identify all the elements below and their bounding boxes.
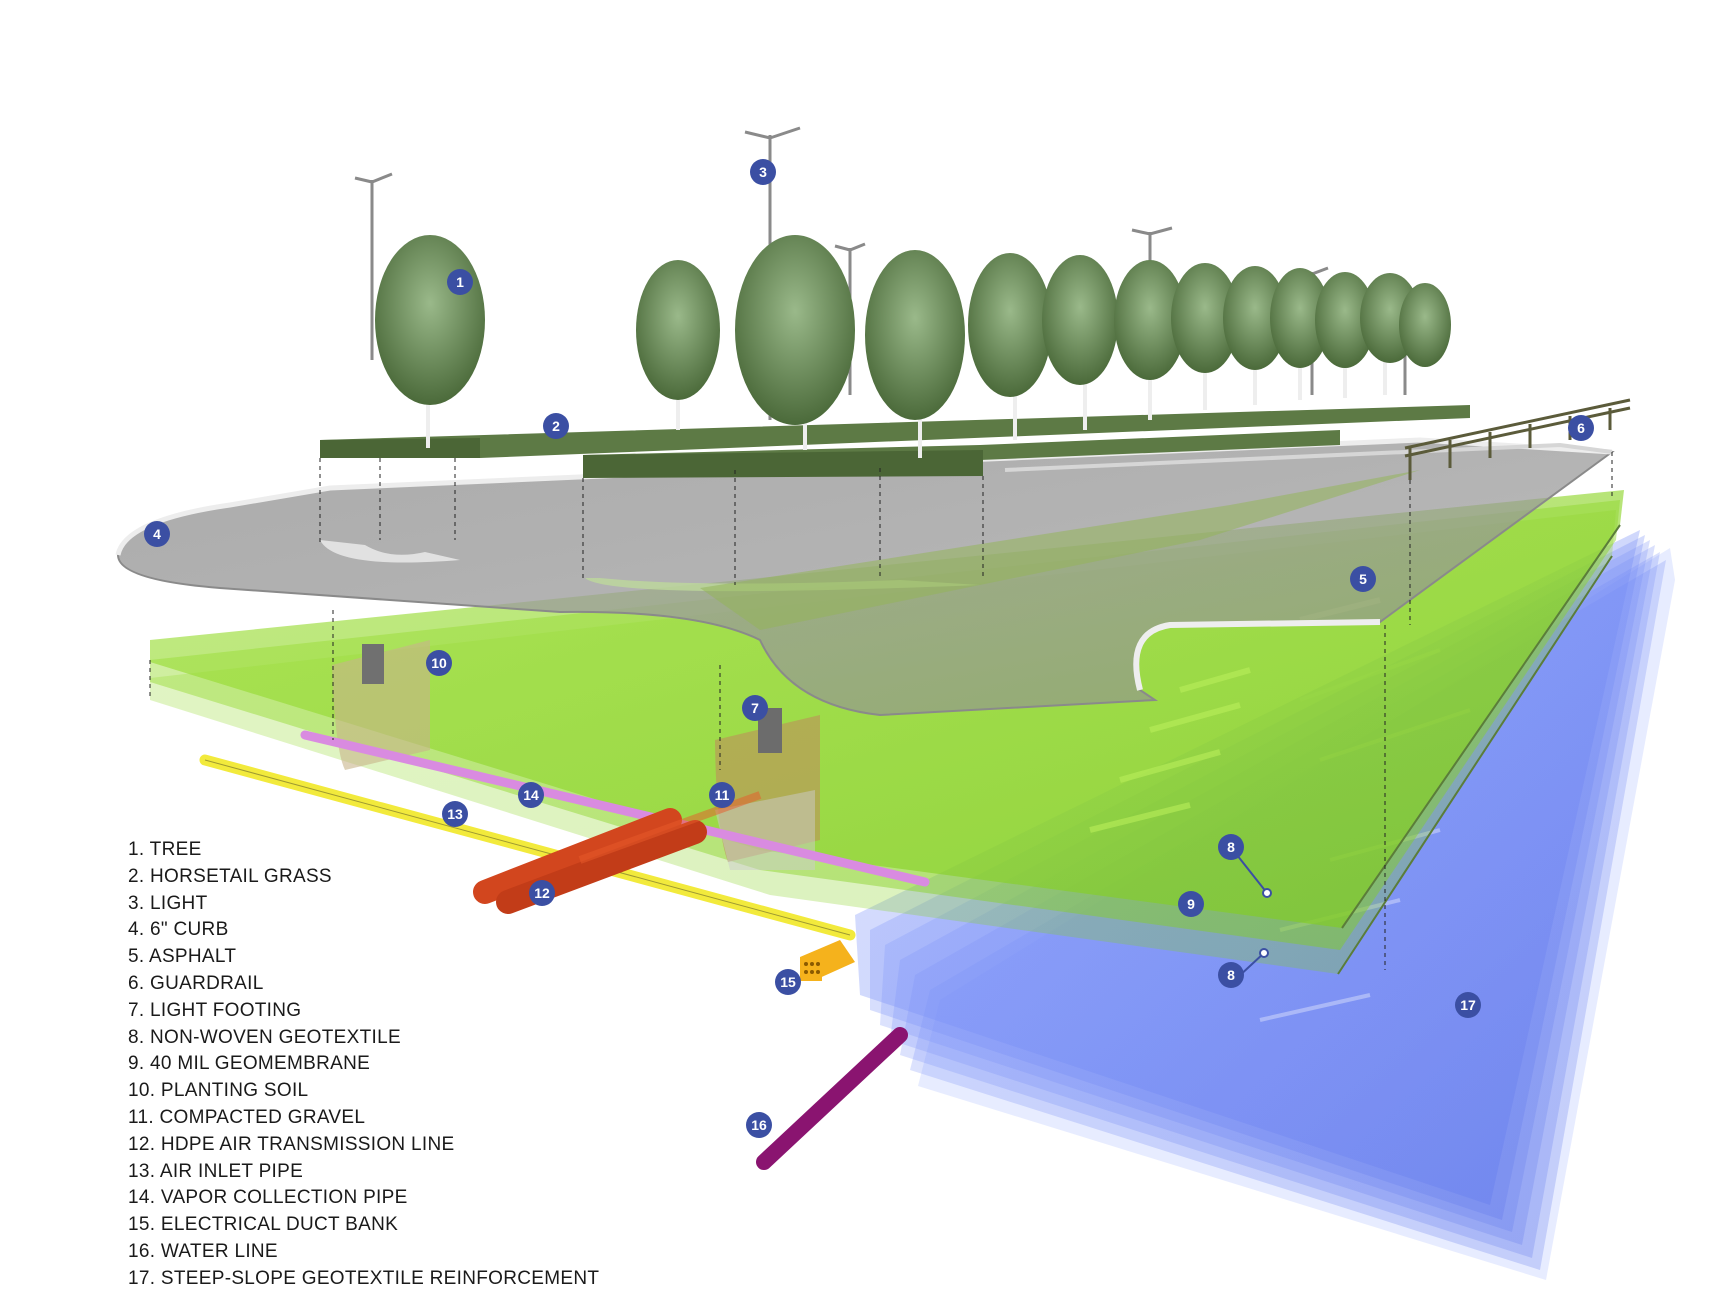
callout-8a: 8 <box>1218 834 1244 860</box>
projection-lines <box>149 452 1613 970</box>
callout-7: 7 <box>742 695 768 721</box>
legend-item: 9. 40 MIL GEOMEMBRANE <box>128 1053 371 1075</box>
svg-text:10: 10 <box>431 655 447 671</box>
svg-text:7: 7 <box>751 700 759 716</box>
callout-13: 13 <box>442 801 468 827</box>
legend-item: 15. ELECTRICAL DUCT BANK <box>128 1214 399 1236</box>
svg-text:6: 6 <box>1577 420 1585 436</box>
svg-text:17: 17 <box>1460 997 1476 1013</box>
svg-text:8: 8 <box>1227 967 1235 983</box>
svg-text:3: 3 <box>759 164 767 180</box>
legend-item: 12. HDPE AIR TRANSMISSION LINE <box>128 1133 455 1155</box>
legend-item: 11. COMPACTED GRAVEL <box>128 1106 366 1128</box>
legend-item: 13. AIR INLET PIPE <box>128 1160 304 1182</box>
legend-item: 3. LIGHT <box>128 892 208 914</box>
legend-item: 1. TREE <box>128 839 202 860</box>
callout-9: 9 <box>1178 891 1204 917</box>
callout-16: 16 <box>746 1112 772 1138</box>
guardrail <box>1404 398 1631 480</box>
svg-text:13: 13 <box>447 806 463 822</box>
callout-5: 5 <box>1350 566 1376 592</box>
svg-text:9: 9 <box>1187 896 1195 912</box>
asphalt-surface <box>115 437 1615 717</box>
legend-item: 6. GUARDRAIL <box>128 972 264 994</box>
legend-item: 17. STEEP-SLOPE GEOTEXTILE REINFORCEMENT <box>128 1267 600 1289</box>
svg-text:14: 14 <box>523 787 539 803</box>
callout-15: 15 <box>775 969 801 995</box>
tree-row <box>375 235 1451 458</box>
legend-item: 7. LIGHT FOOTING <box>128 999 302 1021</box>
svg-text:1: 1 <box>456 274 464 290</box>
legend-item: 2. HORSETAIL GRASS <box>128 865 332 887</box>
svg-text:5: 5 <box>1359 571 1367 587</box>
callout-3: 3 <box>750 159 776 185</box>
svg-text:11: 11 <box>715 787 730 803</box>
callout-12: 12 <box>529 880 555 906</box>
callouts: 1 2 3 4 5 6 7 8 8 9 10 11 12 13 14 15 16… <box>144 159 1594 1138</box>
callout-2: 2 <box>543 413 569 439</box>
callout-4: 4 <box>144 521 170 547</box>
svg-text:4: 4 <box>153 526 161 542</box>
legend-item: 14. VAPOR COLLECTION PIPE <box>128 1187 408 1209</box>
trench-footings <box>332 640 820 870</box>
svg-text:2: 2 <box>552 418 560 434</box>
callout-17: 17 <box>1455 992 1481 1018</box>
legend-item: 10. PLANTING SOIL <box>128 1080 309 1102</box>
grass-planters <box>320 405 1470 478</box>
callout-11: 11 <box>709 782 735 808</box>
svg-text:8: 8 <box>1227 839 1235 855</box>
callout-6: 6 <box>1568 415 1594 441</box>
callout-10: 10 <box>426 650 452 676</box>
legend-item: 16. WATER LINE <box>128 1240 278 1262</box>
legend: 1. TREE 2. HORSETAIL GRASS 3. LIGHT 4. 6… <box>128 837 599 1293</box>
legend-item: 5. ASPHALT <box>128 946 237 968</box>
legend-item: 8. NON-WOVEN GEOTEXTILE <box>128 1026 401 1048</box>
callout-14: 14 <box>518 782 544 808</box>
svg-text:15: 15 <box>780 974 796 990</box>
svg-text:12: 12 <box>534 885 550 901</box>
callout-8b: 8 <box>1218 962 1244 988</box>
svg-text:16: 16 <box>751 1117 767 1133</box>
callout-1: 1 <box>447 269 473 295</box>
legend-item: 4. 6" CURB <box>128 919 229 941</box>
